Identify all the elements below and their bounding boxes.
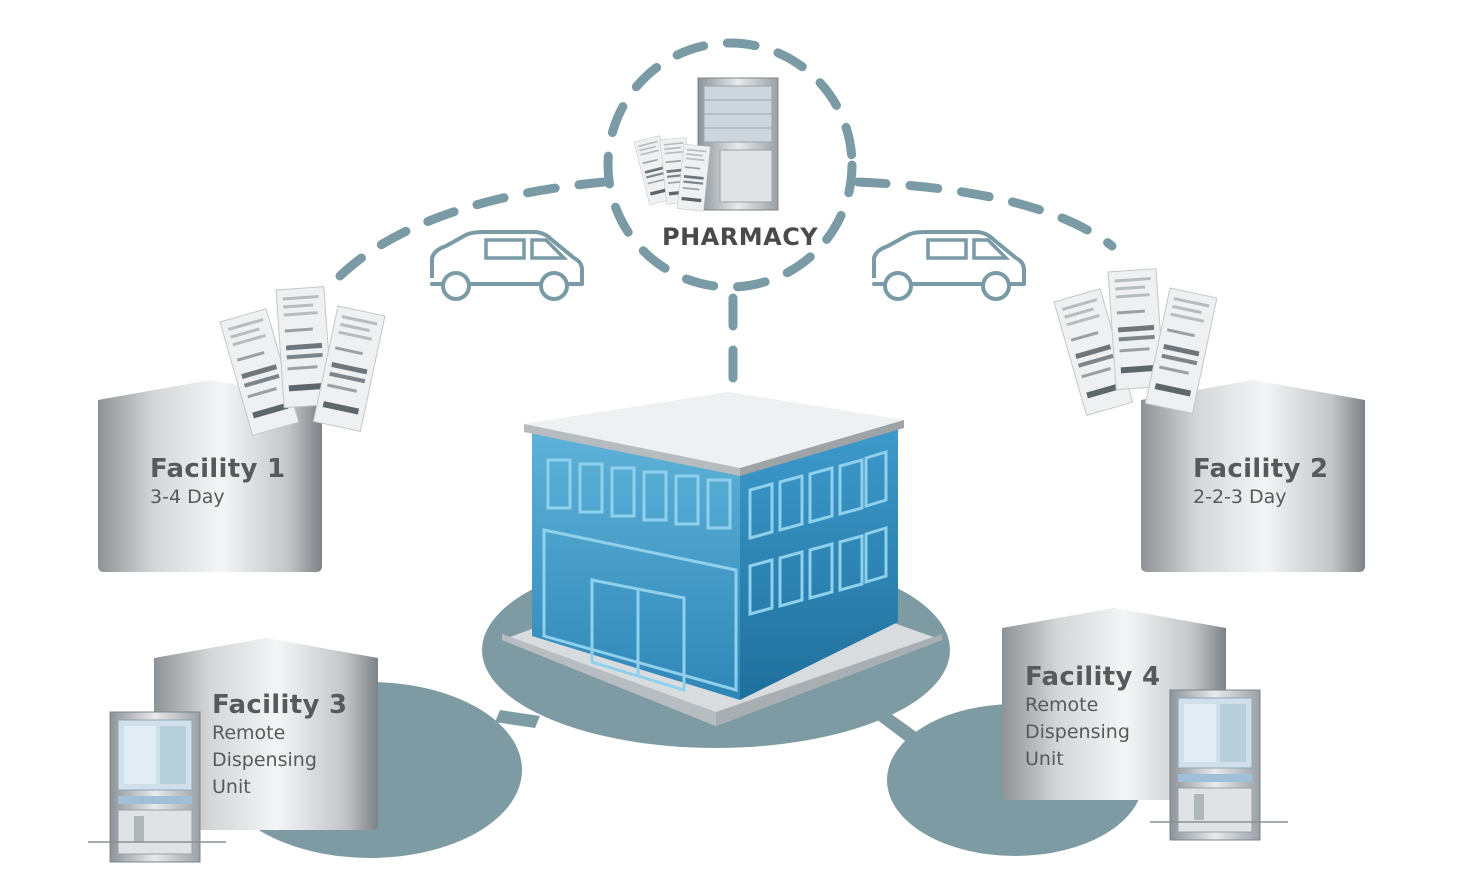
facility-4-label: Facility 4 Remote Dispensing Unit bbox=[1025, 662, 1160, 773]
facility-4-title: Facility 4 bbox=[1025, 662, 1161, 692]
facility-3-line-1: Remote bbox=[212, 722, 286, 744]
facility-4-dispensing-cabinet-icon bbox=[1169, 689, 1261, 841]
facility-4-line-3: Unit bbox=[1025, 748, 1064, 770]
facility-1-label: Facility 1 3-4 Day bbox=[150, 454, 285, 511]
facility-3-title: Facility 3 bbox=[212, 690, 348, 720]
van-icon-left bbox=[430, 230, 584, 301]
facility-2-medication-packs-icon bbox=[1053, 268, 1218, 416]
facility-1-schedule: 3-4 Day bbox=[150, 486, 225, 508]
pharmacy-medication-packs-icon bbox=[633, 135, 711, 212]
facility-3-dispensing-cabinet-icon bbox=[109, 711, 201, 863]
facility-2-title: Facility 2 bbox=[1193, 454, 1329, 484]
facility-2-schedule: 2-2-3 Day bbox=[1193, 486, 1287, 508]
facility-1-title: Facility 1 bbox=[150, 454, 286, 484]
route-to-facility-2 bbox=[853, 177, 1117, 251]
pharmacy-boundary bbox=[603, 38, 857, 292]
facility-3-box bbox=[154, 638, 378, 830]
facility-3-line-2: Dispensing bbox=[212, 749, 317, 771]
pharmacy-label: PHARMACY bbox=[662, 223, 819, 251]
hospital-building-icon bbox=[502, 392, 942, 726]
facility-2-box bbox=[1141, 380, 1365, 572]
facility-3-label: Facility 3 Remote Dispensing Unit bbox=[212, 690, 347, 801]
facility-4-line-2: Dispensing bbox=[1025, 721, 1130, 743]
route-to-facility-1 bbox=[335, 177, 609, 281]
van-icon-right bbox=[872, 230, 1026, 301]
facility-4-line-1: Remote bbox=[1025, 694, 1099, 716]
facility-3-line-3: Unit bbox=[212, 776, 251, 798]
facility-2-label: Facility 2 2-2-3 Day bbox=[1193, 454, 1328, 511]
pharmacy-cabinet-icon bbox=[697, 77, 779, 211]
delivery-routes bbox=[335, 38, 1117, 393]
